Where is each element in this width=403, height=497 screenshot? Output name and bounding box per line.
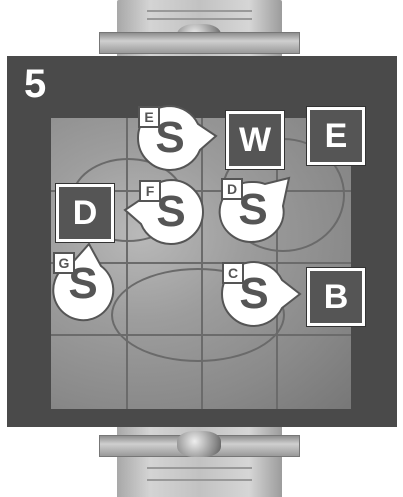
bridge-ornament — [177, 431, 221, 457]
bridge-plank — [147, 10, 252, 12]
token-d[interactable]: S D — [221, 178, 303, 242]
level-number: 5 — [24, 64, 46, 104]
tile-e[interactable]: E — [307, 107, 365, 165]
bottom-bridge — [117, 427, 282, 497]
token-tag: D — [221, 178, 243, 200]
bridge-plank — [147, 18, 252, 20]
token-tag: C — [222, 262, 244, 284]
tile-w[interactable]: W — [226, 111, 284, 169]
token-tag: F — [139, 180, 161, 202]
token-g[interactable]: S G — [53, 252, 135, 316]
token-c[interactable]: S C — [222, 262, 304, 326]
bridge-rail — [99, 32, 300, 54]
tile-d[interactable]: D — [56, 184, 114, 242]
token-f[interactable]: S F — [123, 180, 205, 244]
tile-b[interactable]: B — [307, 268, 365, 326]
top-bridge — [117, 0, 282, 56]
bridge-plank — [147, 479, 252, 481]
token-tag: G — [53, 252, 75, 274]
token-e[interactable]: S E — [138, 106, 220, 170]
bridge-plank — [147, 467, 252, 469]
token-tag: E — [138, 106, 160, 128]
